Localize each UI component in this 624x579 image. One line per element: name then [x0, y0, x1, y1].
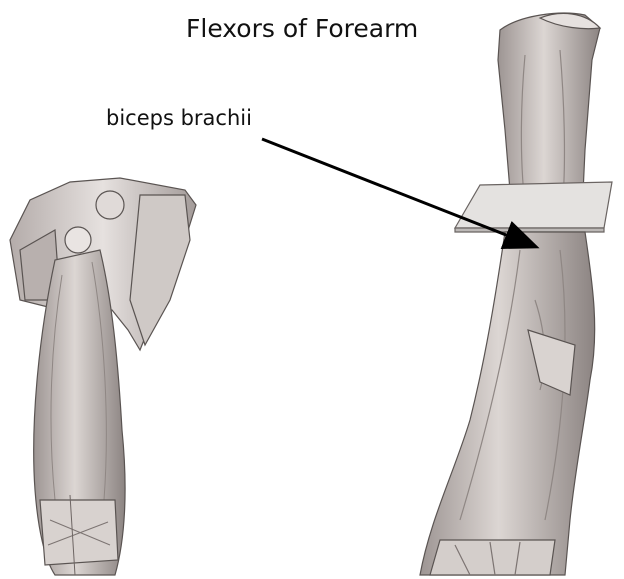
right-arm-illustration	[420, 13, 612, 575]
left-arm-illustration	[10, 178, 196, 575]
